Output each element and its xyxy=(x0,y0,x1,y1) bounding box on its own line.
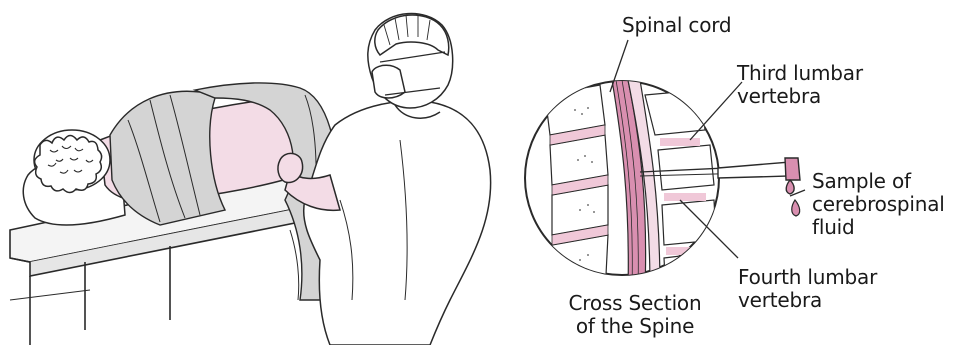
label-spinal-cord: Spinal cord xyxy=(622,14,731,37)
csf-drop xyxy=(792,200,800,216)
spine-cross-section xyxy=(525,80,800,295)
doctor-shirt xyxy=(304,101,491,345)
label-fourth-lumbar-vertebra: Fourth lumbar vertebra xyxy=(738,266,877,312)
doctor-hands xyxy=(278,153,303,182)
label-sample-csf: Sample of cerebrospinal fluid xyxy=(812,170,945,239)
needle-hub xyxy=(718,158,800,194)
label-third-lumbar-vertebra: Third lumbar vertebra xyxy=(737,62,863,108)
label-cross-section: Cross Section of the Spine xyxy=(560,292,710,338)
